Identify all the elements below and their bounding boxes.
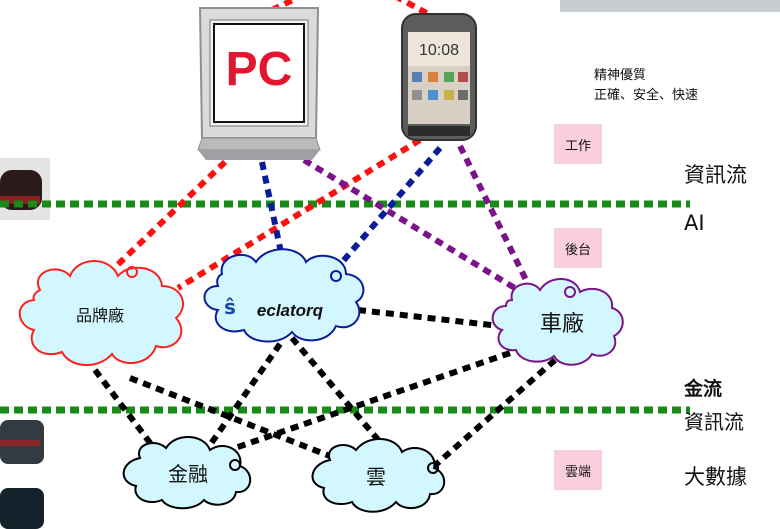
pc-label: PC — [226, 43, 293, 96]
cloud-car: 車廠 — [491, 278, 624, 366]
purple-links — [302, 144, 531, 299]
tag-work: 工作 — [554, 124, 602, 164]
cloud-brand: 品牌廠 — [18, 260, 184, 367]
photo-fragment — [560, 0, 780, 12]
quality-note-line1: 精神優質 — [594, 68, 647, 83]
left-device-fragment-bottom — [0, 420, 44, 529]
laptop-pc: PC — [197, 7, 321, 160]
label-big-data: 大數據 — [684, 465, 747, 489]
tag-cloud-end: 雲端 — [554, 450, 602, 490]
left-device-fragment-top — [0, 158, 50, 220]
label-money-flow: 金流 — [684, 378, 723, 400]
tag-backend: 後台 — [554, 228, 602, 268]
label-info-flow-bottom: 資訊流 — [684, 410, 744, 434]
cloud-cloud: 雲 — [311, 437, 445, 513]
cloud-car-label: 車廠 — [540, 312, 584, 337]
label-ai: AI — [684, 211, 705, 235]
smartphone: 10:08 — [401, 13, 477, 141]
black-links — [92, 307, 557, 471]
label-info-flow-top: 資訊流 — [684, 163, 747, 187]
quality-note-line2: 正確、安全、快速 — [594, 88, 699, 103]
cloud-server-label: eclatorq — [257, 301, 324, 320]
cloud-finance-label: 金融 — [168, 462, 208, 486]
phone-clock: 10:08 — [419, 42, 459, 59]
cloud-server: ŝ eclatorq — [203, 248, 365, 343]
cloud-finance: 金融 — [122, 435, 251, 510]
cloud-brand-label: 品牌廠 — [76, 306, 124, 325]
server-logo-mark: ŝ — [224, 295, 236, 319]
cloud-cloud-label: 雲 — [366, 465, 386, 489]
blue-links — [259, 146, 443, 276]
